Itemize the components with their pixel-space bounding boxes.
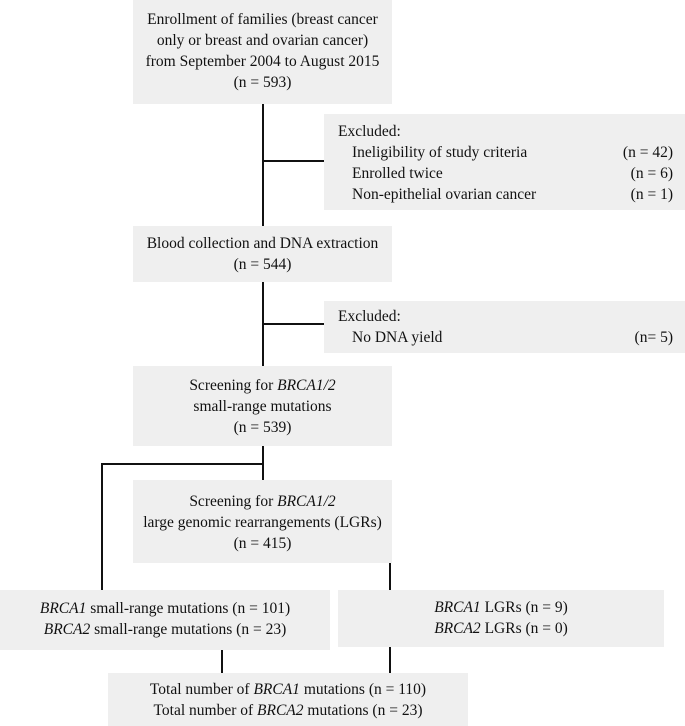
total-line2: Total number of BRCA2 mutations (n = 23) bbox=[153, 702, 423, 719]
screen-small-gene: BRCA1/2 bbox=[277, 377, 336, 394]
enrollment-box: Enrollment of families (breast cancer on… bbox=[133, 0, 392, 104]
screen-lgr-line2: large genomic rearrangements (LGRs) bbox=[143, 514, 382, 531]
excluded-box-1: Excluded: Ineligibility of study criteri… bbox=[324, 114, 685, 210]
enrollment-line3: from September 2004 to August 2015 bbox=[145, 53, 380, 70]
total-line1: Total number of BRCA1 mutations (n = 110… bbox=[149, 681, 427, 698]
enrollment-count: (n = 593) bbox=[233, 74, 292, 91]
excluded1-item-label: Non-epithelial ovarian cancer bbox=[352, 186, 537, 203]
lgr-results-gene2: BRCA2 bbox=[434, 620, 481, 637]
excluded1-item-count: (n = 42) bbox=[622, 144, 673, 161]
blood-line1: Blood collection and DNA extraction bbox=[146, 235, 379, 252]
lgr-results-line2: BRCA2 LGRs (n = 0) bbox=[434, 620, 568, 637]
screen-lgr-gene: BRCA1/2 bbox=[277, 493, 336, 510]
connector-lgr-to-results bbox=[389, 563, 391, 590]
connector-to-excluded1 bbox=[262, 160, 324, 162]
small-results-gene2: BRCA2 bbox=[43, 621, 91, 638]
excluded2-item-count: (n= 5) bbox=[634, 329, 673, 346]
excluded1-item-label: Ineligibility of study criteria bbox=[352, 144, 528, 161]
connector-lgr-to-total bbox=[389, 647, 391, 673]
lgr-results-gene1: BRCA1 bbox=[434, 599, 481, 616]
enrollment-line1: Enrollment of families (breast cancer bbox=[147, 11, 378, 28]
small-results-line2: BRCA2 small-range mutations (n = 23) bbox=[43, 621, 287, 638]
enrollment-line2: only or breast and ovarian cancer) bbox=[156, 32, 369, 49]
excluded1-item: Ineligibility of study criteria (n = 42) bbox=[338, 142, 673, 163]
screen-lgr-count: (n = 415) bbox=[233, 535, 292, 552]
screen-lgr-line1: Screening for BRCA1/2 bbox=[189, 493, 336, 510]
lgr-results-line1: BRCA1 LGRs (n = 9) bbox=[434, 599, 568, 616]
small-results-line1: BRCA1 small-range mutations (n = 101) bbox=[39, 600, 291, 617]
screen-small-count: (n = 539) bbox=[233, 419, 292, 436]
blood-collection-box: Blood collection and DNA extraction (n =… bbox=[133, 226, 392, 282]
screening-small-range-box: Screening for BRCA1/2 small-range mutati… bbox=[133, 366, 392, 446]
screening-lgr-box: Screening for BRCA1/2 large genomic rear… bbox=[133, 480, 392, 563]
excluded1-title: Excluded: bbox=[338, 123, 401, 140]
excluded-box-2: Excluded: No DNA yield (n= 5) bbox=[324, 301, 685, 353]
blood-count: (n = 544) bbox=[233, 256, 292, 273]
screen-small-line1: Screening for BRCA1/2 bbox=[189, 377, 336, 394]
excluded1-item-count: (n = 1) bbox=[630, 186, 673, 203]
excluded2-item: No DNA yield (n= 5) bbox=[338, 327, 673, 348]
excluded1-item-count: (n = 6) bbox=[630, 165, 673, 182]
total-mutations-box: Total number of BRCA1 mutations (n = 110… bbox=[108, 673, 468, 726]
screen-small-line2: small-range mutations bbox=[193, 398, 332, 415]
small-range-results-box: BRCA1 small-range mutations (n = 101) BR… bbox=[0, 590, 330, 650]
total-gene1: BRCA1 bbox=[253, 681, 300, 698]
total-gene2: BRCA2 bbox=[257, 702, 304, 719]
connector-branch-down bbox=[101, 463, 103, 590]
lgr-results-box: BRCA1 LGRs (n = 9) BRCA2 LGRs (n = 0) bbox=[338, 590, 664, 647]
connector-enroll-to-blood bbox=[262, 104, 264, 226]
connector-small-to-total bbox=[221, 650, 223, 673]
excluded1-item: Enrolled twice (n = 6) bbox=[338, 163, 673, 184]
connector-to-excluded2 bbox=[262, 323, 324, 325]
excluded1-item: Non-epithelial ovarian cancer (n = 1) bbox=[338, 184, 673, 205]
connector-branch-left bbox=[101, 463, 263, 465]
excluded1-item-label: Enrolled twice bbox=[352, 165, 443, 182]
small-results-gene1: BRCA1 bbox=[39, 600, 87, 617]
excluded2-item-label: No DNA yield bbox=[352, 329, 443, 346]
excluded2-title: Excluded: bbox=[338, 308, 401, 325]
